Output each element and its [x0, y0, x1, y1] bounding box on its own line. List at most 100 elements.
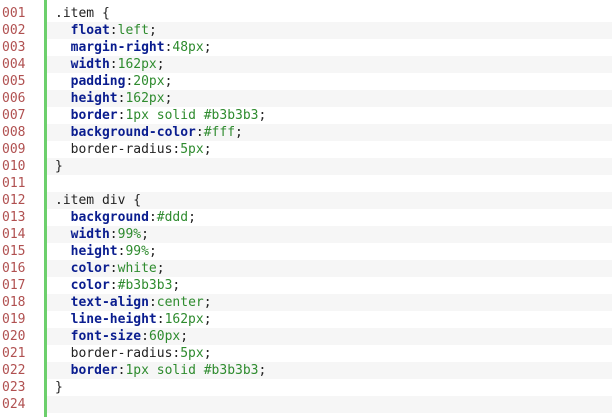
css-selector: } — [55, 380, 63, 395]
css-property: background — [70, 210, 149, 225]
code-line: 007 border:1px solid #b3b3b3; — [0, 107, 612, 124]
line-number: 022 — [2, 363, 26, 378]
line-number: 021 — [2, 346, 26, 361]
css-value: 5px — [180, 142, 204, 157]
css-value: #fff — [203, 125, 236, 140]
line-number: 017 — [2, 278, 26, 293]
code-line: 020 font-size:60px; — [0, 328, 612, 345]
css-property: font-size — [70, 329, 142, 344]
code-content: text-align:center; — [47, 294, 612, 311]
css-value: 20px — [133, 74, 165, 89]
code-content: border:1px solid #b3b3b3; — [47, 107, 612, 124]
css-value: 5px — [180, 346, 204, 361]
css-value: 60px — [148, 329, 181, 344]
code-content: background-color:#fff; — [47, 124, 612, 141]
code-line: 005 padding:20px; — [0, 73, 612, 90]
css-value: white — [117, 261, 157, 276]
line-number: 014 — [2, 227, 26, 242]
code-content: float:left; — [47, 22, 612, 39]
code-line: 017 color:#b3b3b3; — [0, 277, 612, 294]
code-line: 012 .item div { — [0, 192, 612, 209]
css-value: center — [156, 295, 204, 310]
css-property: height — [70, 91, 118, 106]
css-property: width — [70, 227, 110, 242]
code-lines: 001.item {002 float:left;003 margin-righ… — [0, 5, 612, 413]
line-number: 003 — [2, 40, 26, 55]
css-value: left — [117, 23, 149, 38]
css-property: color — [70, 278, 110, 293]
line-number: 006 — [2, 91, 26, 106]
line-number: 001 — [2, 6, 26, 21]
line-number: 020 — [2, 329, 26, 344]
css-property: border-radius — [70, 346, 173, 361]
code-line: 014 width:99%; — [0, 226, 612, 243]
css-property: background-color — [70, 125, 196, 140]
css-value: 48px — [172, 40, 204, 55]
code-content: border:1px solid #b3b3b3; — [47, 362, 612, 379]
line-number: 013 — [2, 210, 26, 225]
gutter-bar — [44, 0, 47, 417]
line-number: 008 — [2, 125, 26, 140]
line-number: 009 — [2, 142, 26, 157]
line-number: 019 — [2, 312, 26, 327]
code-line: 010} — [0, 158, 612, 175]
css-value: #b3b3b3 — [117, 278, 173, 293]
code-line: 023} — [0, 379, 612, 396]
css-value: 99% — [117, 227, 142, 242]
css-property: padding — [70, 74, 126, 89]
css-value: 162px — [164, 312, 204, 327]
code-content: .item { — [47, 5, 612, 22]
line-number: 012 — [2, 193, 26, 208]
css-value: 162px — [117, 57, 157, 72]
code-content: padding:20px; — [47, 73, 612, 90]
code-content: border-radius:5px; — [47, 141, 612, 158]
css-property: margin-right — [70, 40, 165, 55]
css-property: float — [70, 23, 110, 38]
line-number: 005 — [2, 74, 26, 89]
css-value: 1px solid #b3b3b3 — [125, 108, 259, 123]
code-content: } — [47, 158, 612, 175]
line-number: 010 — [2, 159, 26, 174]
code-line: 015 height:99%; — [0, 243, 612, 260]
code-line: 022 border:1px solid #b3b3b3; — [0, 362, 612, 379]
css-property: height — [70, 244, 118, 259]
code-content: } — [47, 379, 612, 396]
code-line: 013 background:#ddd; — [0, 209, 612, 226]
code-line: 006 height:162px; — [0, 90, 612, 107]
code-line: 011 — [0, 175, 612, 192]
css-property: line-height — [70, 312, 157, 327]
code-content: background:#ddd; — [47, 209, 612, 226]
code-content: border-radius:5px; — [47, 345, 612, 362]
line-number: 007 — [2, 108, 26, 123]
code-content: .item div { — [47, 192, 612, 209]
code-content: line-height:162px; — [47, 311, 612, 328]
css-selector: .item { — [55, 6, 110, 21]
css-property: border-radius — [70, 142, 173, 157]
code-content: font-size:60px; — [47, 328, 612, 345]
code-content — [47, 396, 612, 413]
code-content: color:white; — [47, 260, 612, 277]
code-line: 008 background-color:#fff; — [0, 124, 612, 141]
css-property: border — [70, 363, 118, 378]
line-number: 018 — [2, 295, 26, 310]
css-value: 1px solid #b3b3b3 — [125, 363, 259, 378]
css-property: text-align — [70, 295, 149, 310]
line-number: 011 — [2, 176, 26, 191]
code-content — [47, 175, 612, 192]
code-content: width:99%; — [47, 226, 612, 243]
code-line: 001 .item { — [0, 5, 612, 22]
line-number: 015 — [2, 244, 26, 259]
line-number: 002 — [2, 23, 26, 38]
code-line: 016 color:white; — [0, 260, 612, 277]
line-number: 023 — [2, 380, 26, 395]
code-line: 004 width:162px; — [0, 56, 612, 73]
code-content: height:99%; — [47, 243, 612, 260]
code-content: margin-right:48px; — [47, 39, 612, 56]
code-content: height:162px; — [47, 90, 612, 107]
code-content: width:162px; — [47, 56, 612, 73]
css-selector: .item div { — [55, 193, 142, 208]
code-line: 024 — [0, 396, 612, 413]
code-line: 003 margin-right:48px; — [0, 39, 612, 56]
line-number: 004 — [2, 57, 26, 72]
